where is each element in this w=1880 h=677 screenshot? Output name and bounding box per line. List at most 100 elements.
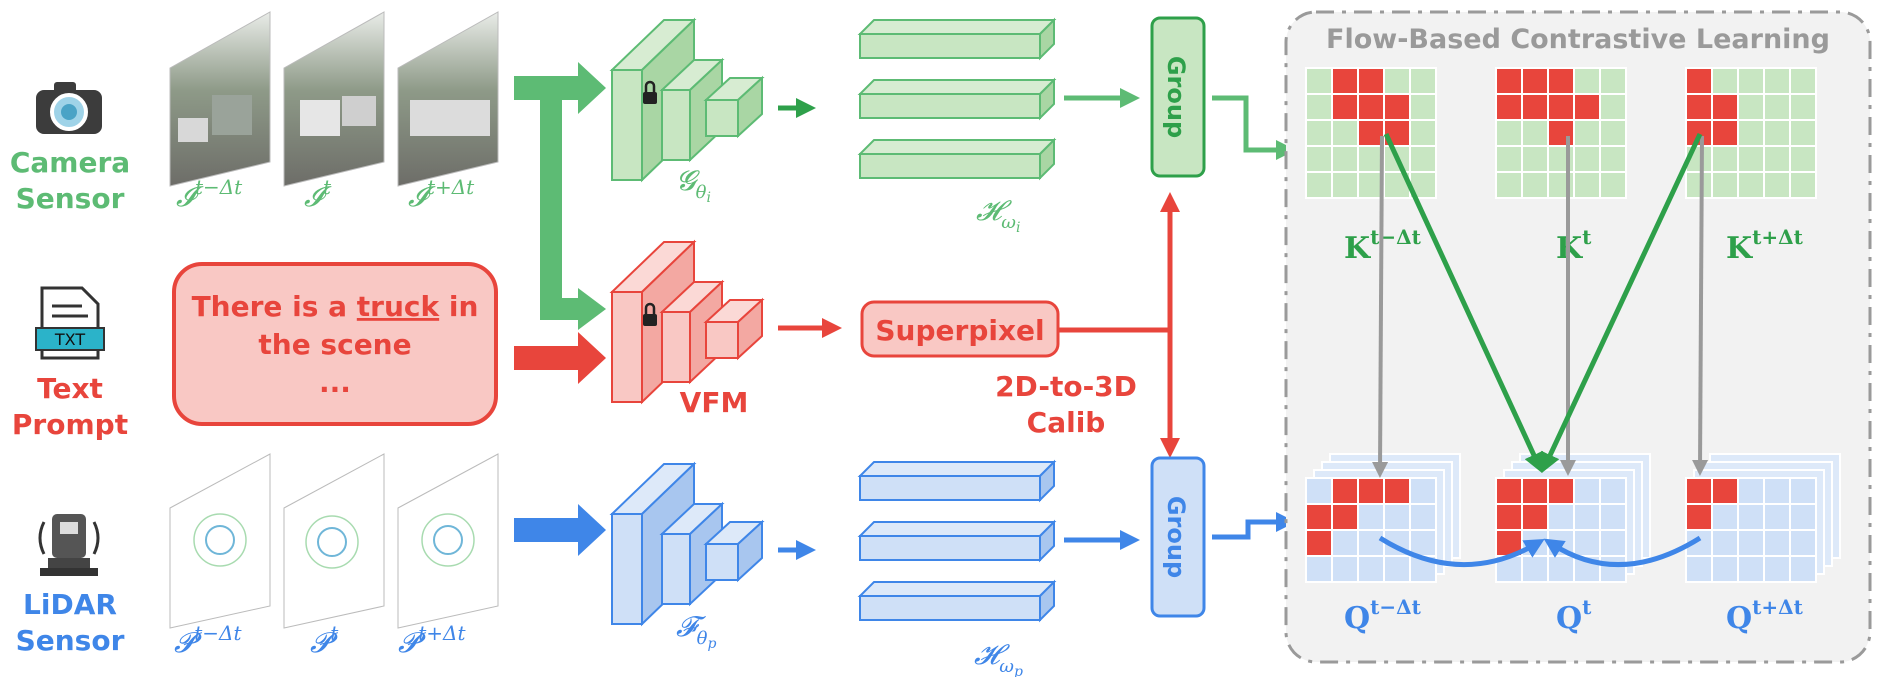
key-cell: [1599, 93, 1627, 121]
key-cell: [1409, 93, 1437, 121]
query-cell: [1789, 529, 1817, 557]
query-cell-active: [1711, 477, 1739, 505]
key-cell: [1573, 171, 1601, 199]
query-cell: [1599, 555, 1627, 583]
calib-label-1: 2D-to-3D: [995, 370, 1137, 403]
group-box-bottom: [1150, 456, 1206, 618]
query-cell: [1763, 529, 1791, 557]
key-cell-active: [1573, 93, 1601, 121]
key-cell-active: [1685, 93, 1713, 121]
key-cell: [1547, 171, 1575, 199]
lidar-frame-1: [169, 453, 271, 629]
lidar-icon: [38, 514, 100, 576]
key-cell: [1789, 171, 1817, 199]
key-cell-active: [1521, 67, 1549, 95]
key-cell-active: [1331, 67, 1359, 95]
query-cell: [1573, 477, 1601, 505]
key-label-3: Kt+Δt: [1726, 225, 1804, 266]
lidar-frame-2: [283, 453, 385, 629]
key-cell-active: [1495, 93, 1523, 121]
key-cell: [1789, 145, 1817, 173]
query-cell-active: [1331, 503, 1359, 531]
key-cell-active: [1357, 93, 1385, 121]
key-cell-active: [1547, 119, 1575, 147]
key-cell: [1383, 67, 1411, 95]
query-cell-active: [1383, 477, 1411, 505]
group-box-top: [1150, 16, 1206, 178]
camera-frame-label-3: 𝓘t+Δt: [408, 175, 475, 213]
key-cell: [1763, 119, 1791, 147]
key-cell: [1737, 93, 1765, 121]
query-cell: [1409, 529, 1437, 557]
key-cell-active: [1711, 93, 1739, 121]
key-cell-active: [1383, 93, 1411, 121]
query-cell: [1573, 503, 1601, 531]
query-cell-active: [1685, 477, 1713, 505]
key-cell: [1711, 67, 1739, 95]
key-cell: [1409, 67, 1437, 95]
query-cell-active: [1305, 503, 1333, 531]
query-cell: [1409, 477, 1437, 505]
query-cell: [1547, 503, 1575, 531]
group-to-keys-arrow: [1212, 95, 1296, 160]
key-cell: [1711, 145, 1739, 173]
key-cell: [1409, 145, 1437, 173]
query-cell: [1305, 477, 1333, 505]
query-cell: [1711, 529, 1739, 557]
query-cell-active: [1547, 477, 1575, 505]
query-cell: [1383, 503, 1411, 531]
key-cell-active: [1685, 119, 1713, 147]
key-cell: [1305, 93, 1333, 121]
query-cell: [1331, 529, 1359, 557]
lock-icon: [643, 80, 657, 104]
lidar-input-arrow: [514, 504, 606, 556]
query-cell: [1763, 555, 1791, 583]
query-cell: [1573, 529, 1601, 557]
image-head-label: 𝓗ωi: [976, 194, 1020, 236]
key-cell: [1789, 67, 1817, 95]
lock-icon: [643, 302, 657, 326]
query-cell: [1599, 477, 1627, 505]
image-encoder-block: [609, 17, 765, 183]
query-cell: [1357, 503, 1385, 531]
prompt-line-2: the scene: [258, 328, 411, 361]
key-cell: [1305, 119, 1333, 147]
key-cell: [1599, 145, 1627, 173]
key-cell: [1737, 171, 1765, 199]
query-cell-active: [1521, 503, 1549, 531]
query-cell: [1711, 503, 1739, 531]
key-cell: [1305, 67, 1333, 95]
text-input-arrow: [514, 332, 606, 384]
camera-sensor-label-2: Sensor: [16, 182, 125, 215]
prompt-box: [172, 262, 498, 426]
lidar-frame-label-1: 𝓟t−Δt: [174, 621, 242, 659]
query-cell: [1305, 555, 1333, 583]
lidar-sensor-label-2: Sensor: [16, 624, 125, 657]
query-cell: [1737, 477, 1765, 505]
query-cell: [1737, 503, 1765, 531]
query-cell: [1685, 555, 1713, 583]
query-cell-active: [1495, 503, 1523, 531]
key-cell: [1305, 145, 1333, 173]
query-cell-active: [1357, 477, 1385, 505]
vfm-encoder-block: [609, 239, 765, 405]
query-cell: [1763, 477, 1791, 505]
query-label-1: Qt−Δt: [1344, 595, 1422, 636]
query-cell-active: [1305, 529, 1333, 557]
camera-frame-label-2: 𝓘t: [304, 175, 332, 213]
key-cell: [1495, 145, 1523, 173]
key-cell: [1737, 119, 1765, 147]
key-cell: [1737, 145, 1765, 173]
key-cell: [1573, 145, 1601, 173]
text-prompt-label-2: Prompt: [12, 408, 128, 441]
query-label-2: Qt: [1556, 595, 1592, 636]
key-cell: [1789, 119, 1817, 147]
query-cell-active: [1521, 477, 1549, 505]
prompt-line-3: ...: [319, 366, 351, 399]
txt-icon-label: TXT: [54, 330, 85, 349]
superpixel-label: Superpixel: [875, 314, 1044, 347]
query-cell-active: [1495, 477, 1523, 505]
prompt-line-1: There is a truck in: [192, 290, 479, 323]
query-cell: [1521, 555, 1549, 583]
